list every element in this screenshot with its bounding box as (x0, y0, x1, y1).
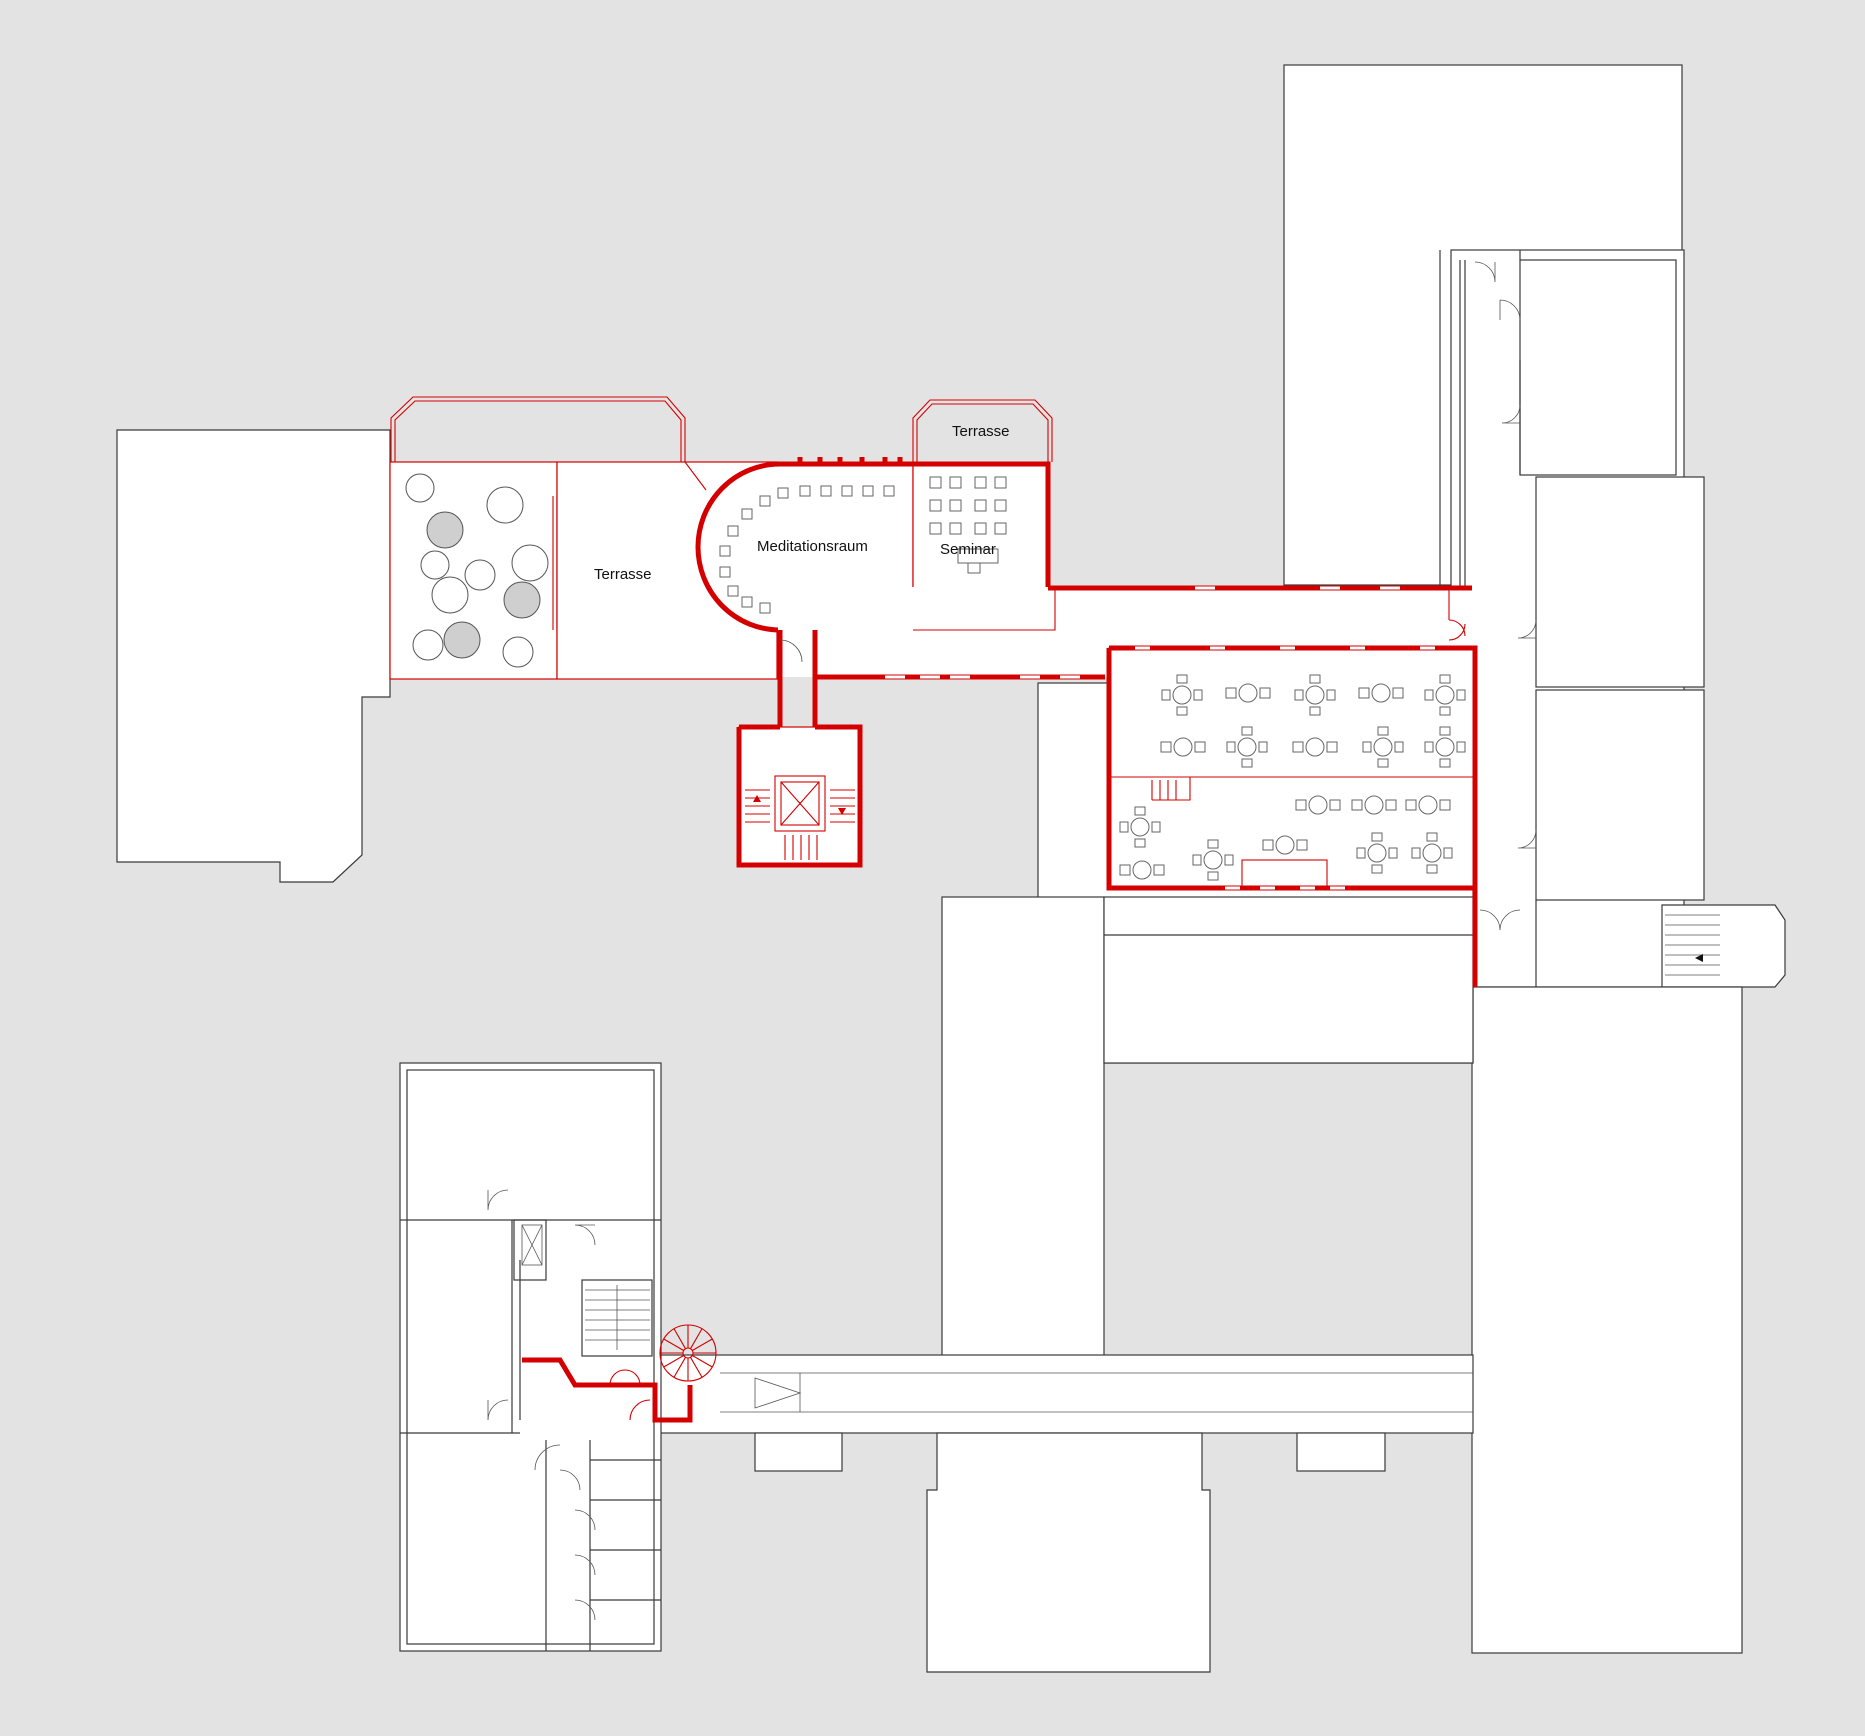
window-ticks (797, 457, 903, 466)
spiral-stair (522, 1324, 717, 1423)
label-terrasse-left: Terrasse (594, 566, 652, 583)
building-bottom-corridor (654, 1354, 1474, 1673)
building-bottom-left (399, 1062, 662, 1652)
table-icon (1119, 674, 1466, 881)
terrace-balcony-left (390, 396, 686, 462)
tree-icon (405, 473, 549, 668)
label-terrasse-top: Terrasse (952, 423, 1010, 440)
building-left (116, 429, 391, 883)
stairwell (736, 724, 863, 868)
building-right-wing (1439, 249, 1786, 988)
label-meditationsraum: Meditationsraum (757, 538, 868, 555)
label-seminar: Seminar (940, 541, 996, 558)
seminar-room (910, 399, 1053, 605)
building-right-lower (1471, 986, 1743, 1654)
